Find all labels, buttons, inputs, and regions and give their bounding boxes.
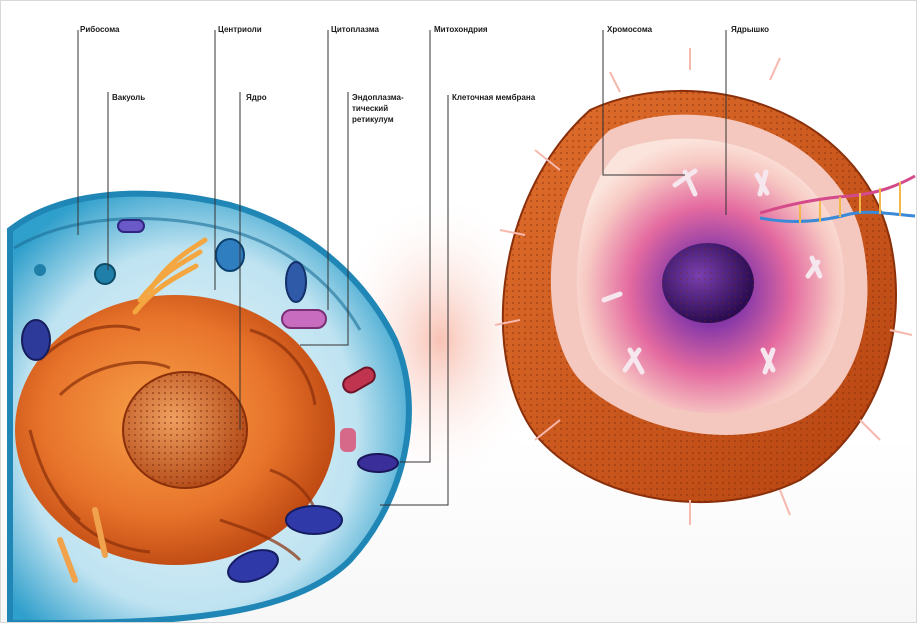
vacuole-blob — [286, 262, 306, 302]
label-cytoplasm: Цитоплазма — [331, 24, 379, 35]
label-ribosome: Рибосома — [80, 24, 119, 35]
label-nucleus: Ядро — [246, 92, 267, 103]
label-vacuole: Вакуоль — [112, 92, 145, 103]
label-nucleolus: Ядрышко — [731, 24, 769, 35]
label-mitochondria: Митохондрия — [434, 24, 488, 35]
mitochondrion-1 — [22, 320, 50, 360]
mitochondrion-2 — [358, 454, 398, 472]
label-chromosome: Хромосома — [607, 24, 652, 35]
label-er: Эндоплазма- тический ретикулум — [352, 92, 404, 125]
label-cell-membrane: Клеточная мембрана — [452, 92, 535, 103]
label-centrioles: Центриоли — [218, 24, 262, 35]
nucleus-cutaway — [495, 48, 915, 525]
